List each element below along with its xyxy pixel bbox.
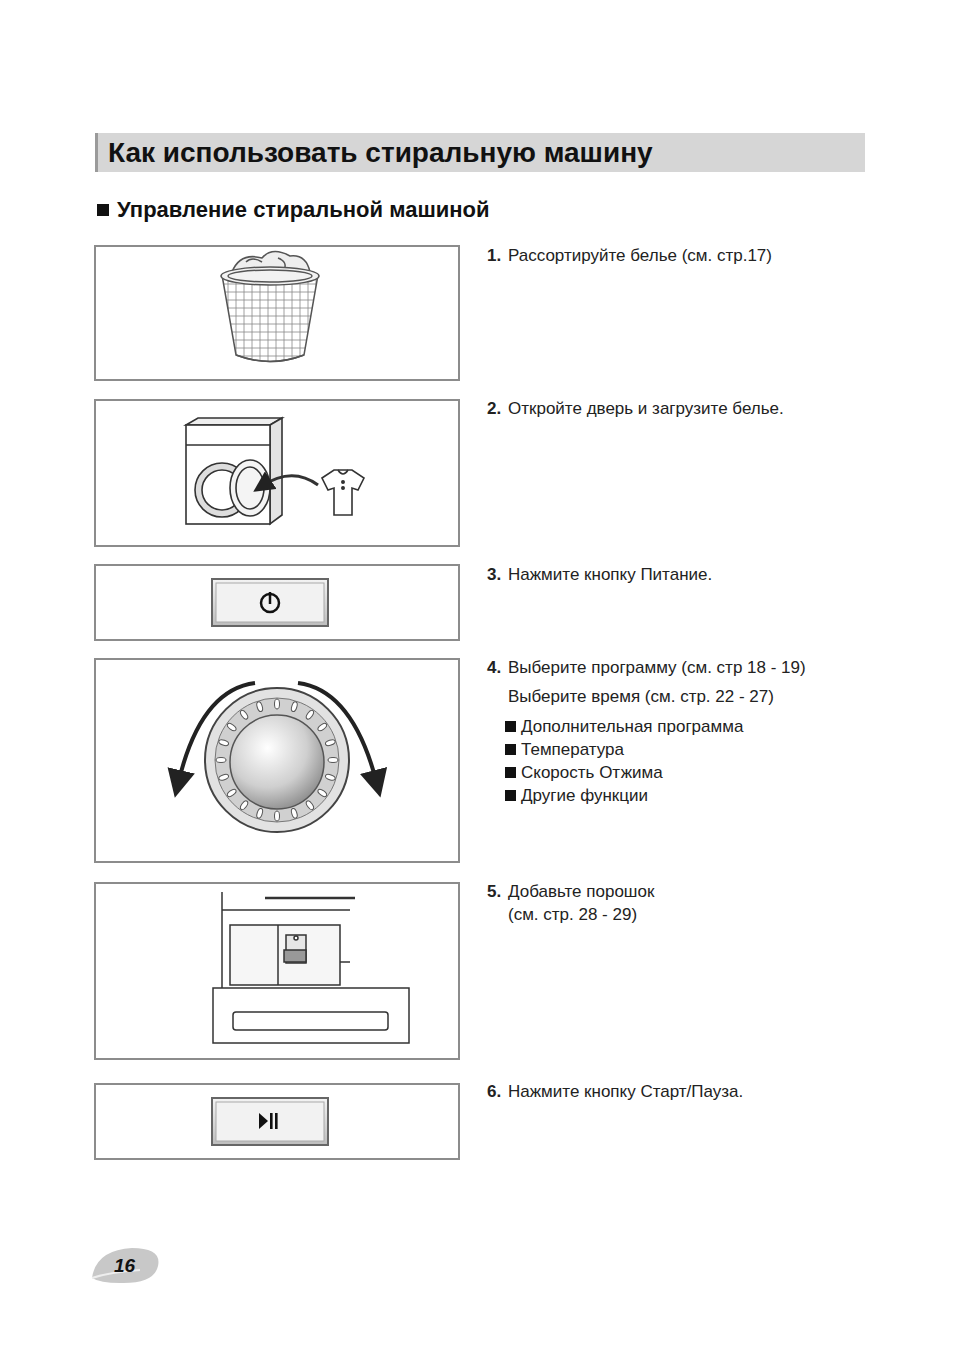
list-bullet [505, 744, 516, 755]
dial-mark [305, 709, 315, 720]
section-heading: Управление стиральной машиной [117, 196, 490, 224]
page-title: Как использовать стиральную машину [108, 133, 653, 172]
page-number: 16 [114, 1254, 135, 1278]
list-item: Другие функции [521, 784, 648, 807]
step-text: Добавьте порошок (см. стр. 28 - 29) [508, 880, 673, 926]
step-text: Рассортируйте белье (см. стр.17) [508, 244, 772, 267]
picture-frames [95, 246, 459, 1159]
dial-mark [216, 758, 226, 763]
list-item: Скорость Отжима [521, 761, 663, 784]
dial-mark [305, 800, 315, 811]
dial-mark [239, 800, 249, 811]
list-bullet [505, 767, 516, 778]
list-bullet [505, 790, 516, 801]
list-bullet [505, 721, 516, 732]
dial-mark [317, 722, 328, 732]
washing-machine [186, 418, 364, 524]
dial-mark [317, 788, 328, 798]
step-text: Нажмите кнопку Старт/Пауза. [508, 1080, 743, 1103]
step-number: 6. [487, 1080, 501, 1103]
dial-mark [328, 758, 338, 763]
detergent-drawer [213, 892, 409, 1043]
step-text: Нажмите кнопку Питание. [508, 563, 712, 586]
step-number: 1. [487, 244, 501, 267]
dial-mark [226, 788, 237, 798]
step-number: 4. [487, 656, 501, 679]
page-badge [92, 1248, 158, 1283]
step-text: Выберите время (см. стр. 22 - 27) [508, 685, 774, 708]
dial-mark [256, 808, 264, 819]
list-item: Температура [521, 738, 624, 761]
dial-mark [239, 709, 249, 720]
dial-mark [218, 773, 229, 781]
dial-mark [325, 773, 336, 781]
step-text: Выберите программу (см. стр 18 - 19) [508, 656, 806, 679]
dial-mark [226, 722, 237, 732]
step-text: Откройте дверь и загрузите белье. [508, 397, 784, 420]
dial-mark [290, 701, 298, 712]
step-number: 5. [487, 880, 501, 903]
laundry-basket [221, 251, 319, 361]
start-pause-button [212, 1098, 328, 1145]
step-number: 2. [487, 397, 501, 420]
power-button [212, 579, 328, 626]
dial-mark [256, 701, 264, 712]
heading-bullet [97, 204, 109, 216]
dial-mark [275, 699, 280, 709]
dial-mark [290, 808, 298, 819]
step-number: 3. [487, 563, 501, 586]
dial-mark [218, 739, 229, 747]
list-item: Дополнительная программа [521, 715, 743, 738]
program-dial [178, 683, 377, 832]
dial-mark [275, 811, 280, 821]
dial-mark [325, 739, 336, 747]
